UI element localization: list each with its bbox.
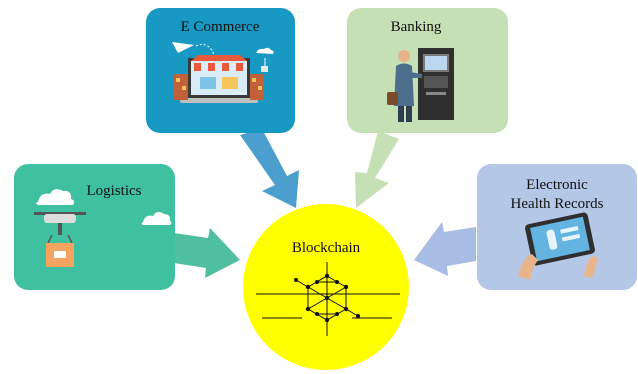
logistics-box: Logistics (14, 164, 175, 290)
health-records-box: Electronic Health Records (477, 164, 637, 290)
arrow-banking (355, 131, 399, 208)
banking-box: Banking (347, 8, 508, 133)
drone-delivery-icon (34, 189, 172, 267)
ecommerce-label: E Commerce (181, 19, 260, 35)
laptop-shop-icon (172, 42, 274, 103)
arrow-ecommerce (240, 129, 299, 208)
cloud-icon (141, 211, 172, 225)
ecommerce-box: E Commerce (146, 8, 295, 133)
cloud-icon (36, 189, 75, 205)
tablet-hands-icon (518, 212, 598, 280)
logistics-label: Logistics (87, 183, 142, 199)
blockchain-circle: Blockchain (243, 204, 409, 370)
arrow-logistics (174, 228, 240, 278)
blockchain-nodes (294, 273, 360, 323)
banking-label: Banking (391, 19, 442, 35)
health-label-line-2: Health Records (511, 196, 604, 212)
health-label-line-1: Electronic (526, 177, 588, 193)
arrow-health (414, 222, 476, 276)
atm-user-icon (387, 48, 454, 122)
blockchain-label: Blockchain (292, 240, 361, 256)
